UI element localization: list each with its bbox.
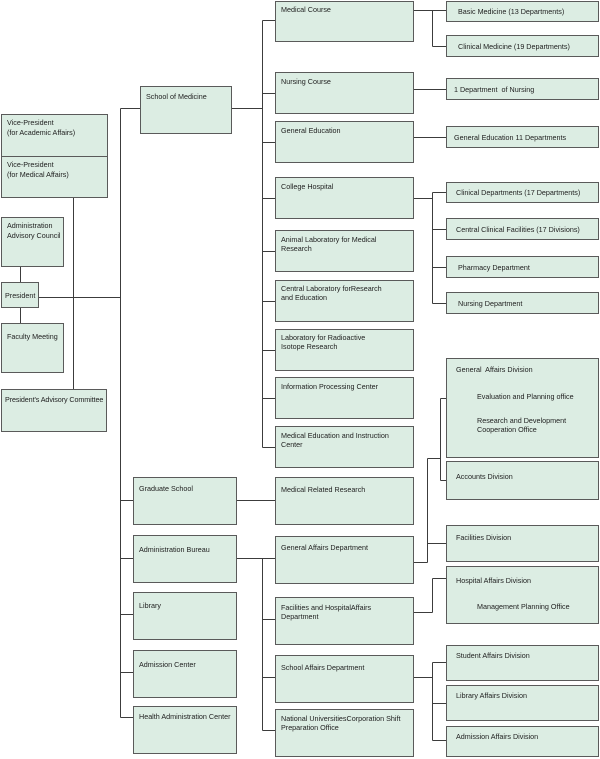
graduate-school-label: Graduate School	[139, 484, 193, 493]
accounts-division-label: Accounts Division	[456, 472, 513, 481]
faculty-meeting-label: Faculty Meeting	[7, 332, 58, 341]
box-information-processing-center: Information Processing Center	[275, 377, 414, 419]
general-education-departments-label: General Education 11 Departments	[454, 132, 567, 142]
pharmacy-department-label: Pharmacy Department	[458, 262, 530, 272]
library-label: Library	[139, 601, 161, 610]
box-nursing-department: Nursing Department	[446, 292, 599, 314]
nursing-department-label: Nursing Department	[458, 298, 523, 308]
administration-bureau-label: Administration Bureau	[139, 545, 210, 554]
nursing-course-label: Nursing Course	[281, 77, 331, 86]
box-pharmacy-department: Pharmacy Department	[446, 256, 599, 278]
medical-education-label-line-2: Center	[281, 440, 303, 449]
school-affairs-department-label: School Affairs Department	[281, 663, 365, 672]
animal-laboratory-label-line-2: Research	[281, 244, 312, 253]
box-presidents-advisory-committee: President's Advisory Committee	[1, 389, 107, 432]
research-development-office-label-line-1: Research and Development	[477, 416, 567, 425]
box-accounts-division: Accounts Division	[446, 461, 599, 500]
box-admission-affairs-division: Admission Affairs Division	[446, 726, 599, 757]
box-administration-advisory-council: Administration Advisory Council	[1, 217, 64, 267]
box-vice-president-academic: Vice-President (for Academic Affairs)	[1, 114, 108, 157]
box-graduate-school: Graduate School	[133, 477, 237, 525]
information-processing-label: Information Processing Center	[281, 382, 379, 391]
clinical-departments-label: Clinical Departments (17 Departments)	[456, 188, 581, 197]
admission-affairs-division-label: Admission Affairs Division	[456, 732, 539, 741]
box-shift-preparation-office: National UniversitiesCorporation Shift P…	[275, 709, 414, 757]
box-general-education-departments: General Education 11 Departments	[446, 126, 599, 148]
admission-center-label: Admission Center	[139, 660, 196, 669]
box-college-hospital: College Hospital	[275, 177, 414, 219]
box-vice-president-medical: Vice-President (for Medical Affairs)	[1, 156, 108, 198]
shift-office-label-line-2: Preparation Office	[281, 723, 339, 732]
vice-president-academic-label-line-1: Vice-President	[7, 118, 54, 127]
central-clinical-facilities-label: Central Clinical Facilities (17 Division…	[456, 224, 580, 234]
management-planning-office-label: Management Planning Office	[477, 602, 570, 611]
box-central-laboratory: Central Laboratory forResearch and Educa…	[275, 280, 414, 322]
box-school-of-medicine: School of Medicine	[140, 86, 232, 134]
department-of-nursing-label: 1 Department of Nursing	[454, 84, 535, 94]
president-label: President	[5, 290, 36, 300]
research-development-office-label-line-2: Cooperation Office	[477, 425, 537, 434]
facilities-hospital-label-line-2: Department	[281, 612, 319, 621]
box-administration-bureau: Administration Bureau	[133, 535, 237, 583]
box-facilities-division: Facilities Division	[446, 525, 599, 562]
box-student-affairs-division: Student Affairs Division	[446, 645, 599, 681]
isotope-laboratory-label-line-2: Isotope Research	[281, 342, 338, 351]
box-school-affairs-department: School Affairs Department	[275, 655, 414, 703]
box-medical-related-research: Medical Related Research	[275, 477, 414, 525]
vice-president-academic-label-line-2: (for Academic Affairs)	[7, 128, 76, 137]
box-clinical-medicine: Clinical Medicine (19 Departments)	[446, 35, 599, 57]
library-affairs-division-label: Library Affairs Division	[456, 691, 527, 700]
box-department-of-nursing: 1 Department of Nursing	[446, 78, 599, 100]
box-library-affairs-division: Library Affairs Division	[446, 685, 599, 721]
shift-office-label-line-1: National UniversitiesCorporation Shift	[281, 714, 401, 723]
general-affairs-department-label: General Affairs Department	[281, 543, 368, 552]
box-health-administration-center: Health Administration Center	[133, 706, 237, 754]
health-center-label: Health Administration Center	[139, 712, 231, 721]
medical-education-label-line-1: Medical Education and Instruction	[281, 431, 389, 440]
clinical-medicine-label: Clinical Medicine (19 Departments)	[458, 41, 570, 51]
box-faculty-meeting: Faculty Meeting	[1, 323, 64, 373]
school-of-medicine-label: School of Medicine	[146, 92, 207, 101]
box-general-education: General Education	[275, 121, 414, 163]
medical-related-research-label: Medical Related Research	[281, 485, 366, 494]
facilities-division-label: Facilities Division	[456, 533, 512, 542]
college-hospital-label: College Hospital	[281, 182, 334, 191]
advisory-council-label-line-1: Administration	[7, 221, 53, 230]
central-laboratory-label-line-2: and Education	[281, 293, 327, 302]
box-clinical-departments: Clinical Departments (17 Departments)	[446, 182, 599, 203]
isotope-laboratory-label-line-1: Laboratory for Radioactive	[281, 333, 366, 342]
medical-course-label: Medical Course	[281, 5, 331, 14]
animal-laboratory-label-line-1: Animal Laboratory for Medical	[281, 235, 377, 244]
student-affairs-division-label: Student Affairs Division	[456, 651, 530, 660]
general-affairs-division-label: General Affairs Division	[456, 365, 533, 374]
box-central-clinical-facilities: Central Clinical Facilities (17 Division…	[446, 218, 599, 240]
general-education-label: General Education	[281, 126, 341, 135]
vice-president-medical-label-line-1: Vice-President	[7, 160, 54, 169]
evaluation-planning-office-label: Evaluation and Planning office	[477, 392, 574, 401]
advisory-committee-label: President's Advisory Committee	[5, 395, 104, 404]
box-medical-course: Medical Course	[275, 1, 414, 42]
box-facilities-hospital-affairs-department: Facilities and HospitalAffairs Departmen…	[275, 597, 414, 645]
box-admission-center: Admission Center	[133, 650, 237, 698]
box-library: Library	[133, 592, 237, 640]
box-isotope-laboratory: Laboratory for Radioactive Isotope Resea…	[275, 329, 414, 371]
box-nursing-course: Nursing Course	[275, 72, 414, 114]
box-animal-laboratory: Animal Laboratory for Medical Research	[275, 230, 414, 272]
advisory-council-label-line-2: Advisory Council	[7, 231, 61, 240]
box-hospital-affairs-division: Hospital Affairs Division Management Pla…	[446, 566, 599, 624]
basic-medicine-label: Basic Medicine (13 Departments)	[458, 7, 565, 16]
box-general-affairs-division: General Affairs Division Evaluation and …	[446, 358, 599, 458]
facilities-hospital-label-line-1: Facilities and HospitalAffairs	[281, 603, 372, 612]
central-laboratory-label-line-1: Central Laboratory forResearch	[281, 284, 382, 293]
vice-president-medical-label-line-2: (for Medical Affairs)	[7, 170, 69, 179]
box-basic-medicine: Basic Medicine (13 Departments)	[446, 1, 599, 22]
hospital-affairs-division-label: Hospital Affairs Division	[456, 576, 531, 585]
box-general-affairs-department: General Affairs Department	[275, 536, 414, 584]
box-medical-education-center: Medical Education and Instruction Center	[275, 426, 414, 468]
box-president: President	[1, 282, 39, 308]
